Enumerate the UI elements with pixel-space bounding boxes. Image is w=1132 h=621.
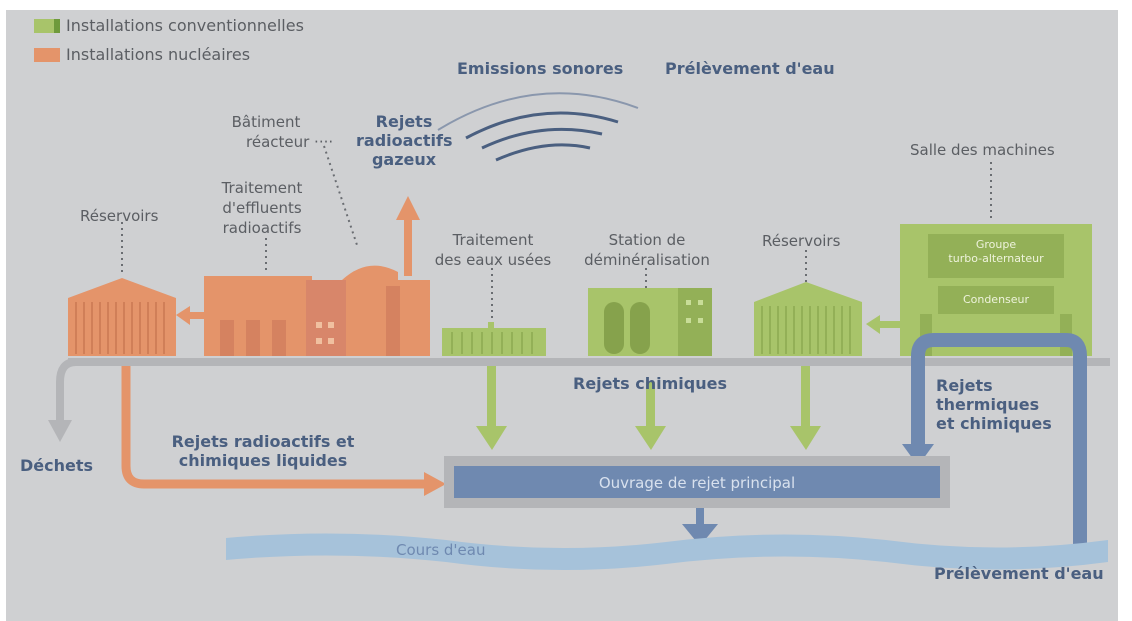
chemical-releases-label: Rejets chimiques	[573, 374, 727, 393]
wastewater-unit	[442, 322, 546, 356]
river	[226, 533, 1108, 571]
demineralisation-unit	[588, 288, 712, 356]
wastewater-treatment-label: Traitement des eaux usées	[434, 231, 552, 269]
gaseous-releases-label: Rejets radioactifs gazeux	[356, 112, 453, 169]
water-intake-bottom-label: Prélèvement d'eau	[934, 564, 1104, 583]
noise-waves	[437, 92, 639, 162]
thermal-releases-label: Rejets thermiques et chimiques	[936, 376, 1052, 433]
legend-conventional-label: Installations conventionnelles	[66, 16, 304, 35]
condenser-label: Condenseur	[962, 293, 1030, 306]
main-outfall-label: Ouvrage de rejet principal	[598, 474, 796, 492]
reactor-building-label: Bâtiment réacteur ····	[231, 113, 334, 151]
liquid-releases-label: Rejets radioactifs et chimiques liquides	[171, 432, 355, 470]
turbo-group-label: Groupe turbo-alternateur	[948, 238, 1044, 265]
waste-label: Déchets	[20, 456, 94, 475]
legend-nuclear-swatch	[34, 48, 60, 62]
left-reservoirs-label: Réservoirs	[80, 207, 159, 225]
left-reservoir	[68, 278, 176, 356]
legend-nuclear-label: Installations nucléaires	[66, 45, 251, 64]
diagram-canvas: Installations conventionnelles Installat…	[6, 10, 1118, 621]
diagram-drawing	[48, 92, 1110, 571]
watercourse-label: Cours d'eau	[396, 541, 486, 559]
outfall-channel	[454, 466, 940, 498]
noise-emissions-label: Emissions sonores	[457, 59, 624, 78]
legend-conventional-swatch	[34, 19, 60, 33]
cooling-loop	[911, 333, 1087, 546]
machine-hall-label: Salle des machines	[910, 141, 1055, 159]
demineralisation-label: Station de déminéralisation	[584, 231, 710, 269]
waste-arrow	[56, 358, 77, 422]
nuclear-buildings	[204, 265, 430, 356]
water-intake-top-label: Prélèvement d'eau	[665, 59, 835, 78]
chemical-arrows	[476, 366, 821, 450]
right-reservoir	[754, 282, 862, 356]
ground-line	[68, 358, 1110, 366]
right-reservoirs-label: Réservoirs	[762, 232, 841, 250]
liquid-release-arrow	[121, 366, 426, 489]
effluent-treatment-label: Traitement d'effluents radioactifs	[221, 179, 303, 237]
